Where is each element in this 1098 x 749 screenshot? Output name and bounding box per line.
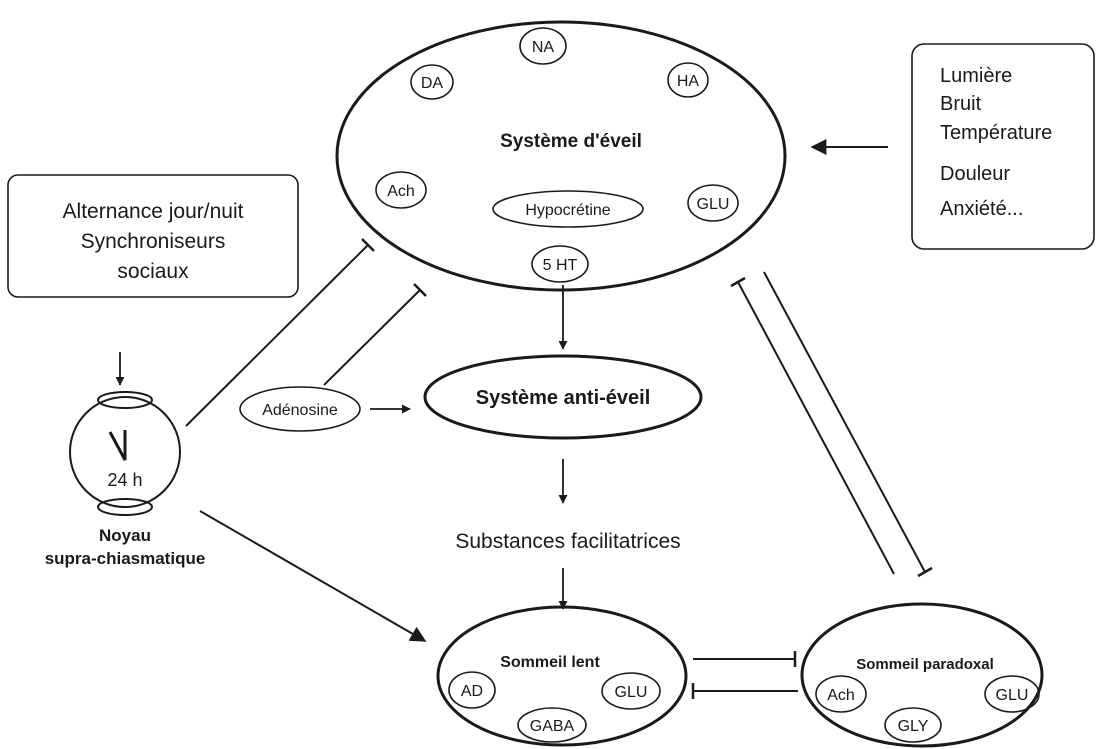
clock-icon: 24 h xyxy=(69,391,181,516)
svg-text:GLY: GLY xyxy=(898,718,929,735)
arousal-system-title: Système d'éveil xyxy=(500,131,642,152)
scn-label-line1: Noyau xyxy=(99,526,151,545)
anti-arousal-node: Système anti-éveil xyxy=(423,354,703,440)
clock-hours-label: 24 h xyxy=(107,470,142,490)
factor-anxiety: Anxiété... xyxy=(940,198,1023,220)
nt-ha: HA xyxy=(667,62,709,98)
adenosine-node: Adénosine xyxy=(239,386,361,432)
svg-text:HA: HA xyxy=(677,73,700,90)
paradoxical-inhibit-bar-top xyxy=(917,566,933,578)
svg-text:GABA: GABA xyxy=(530,718,575,735)
nt-ach: Ach xyxy=(375,171,427,209)
paradoxical-sleep-node: Sommeil paradoxal Ach GLU GLY xyxy=(800,602,1044,748)
svg-text:DA: DA xyxy=(421,75,444,92)
facilitating-substances-label: Substances facilitatrices xyxy=(455,530,680,553)
svg-text:GLU: GLU xyxy=(615,684,648,701)
svg-text:Ach: Ach xyxy=(387,183,415,200)
svg-text:Système anti-éveil: Système anti-éveil xyxy=(476,387,651,409)
nt-da: DA xyxy=(410,64,454,100)
nt-glu: GLU xyxy=(687,184,739,222)
nt-ad: AD xyxy=(448,671,496,709)
factor-temperature: Température xyxy=(940,122,1052,144)
svg-text:Ach: Ach xyxy=(827,687,855,704)
adenosine-inhibit-bar xyxy=(413,283,427,297)
synchronizers-box: Alternance jour/nuit Synchroniseurs soci… xyxy=(7,174,299,298)
svg-text:NA: NA xyxy=(532,39,555,56)
nt-glu-paradoxal: GLU xyxy=(984,675,1040,713)
arousal-inhibits-paradoxical-line xyxy=(763,271,926,573)
sync-line-2: Synchroniseurs xyxy=(81,230,226,253)
factor-noise: Bruit xyxy=(940,93,982,115)
scn-label-line2: supra-chiasmatique xyxy=(45,549,206,568)
slow-sleep-node: Sommeil lent AD GLU GABA xyxy=(436,605,688,747)
svg-text:GLU: GLU xyxy=(697,196,730,213)
svg-text:Hypocrétine: Hypocrétine xyxy=(525,202,610,219)
slow-sleep-title: Sommeil lent xyxy=(500,654,600,671)
factor-light: Lumière xyxy=(940,65,1012,87)
scn-inhibit-bar xyxy=(361,238,375,252)
nt-na: NA xyxy=(519,27,567,65)
svg-text:5 HT: 5 HT xyxy=(543,257,578,274)
external-factors-box: Lumière Bruit Température Douleur Anxiét… xyxy=(911,43,1095,250)
nt-gly: GLY xyxy=(884,707,942,743)
factor-pain: Douleur xyxy=(940,163,1010,185)
paradoxical-inhibits-arousal-line xyxy=(737,281,895,575)
arousal-inhibit-bar xyxy=(730,276,746,288)
paradoxical-sleep-title: Sommeil paradoxal xyxy=(856,656,994,673)
scn-inhibits-arousal-line xyxy=(185,244,369,427)
nt-ach-paradoxal: Ach xyxy=(815,675,867,713)
nt-glu-slow: GLU xyxy=(601,672,661,710)
scn-to-slow-sleep-arrow xyxy=(199,510,427,642)
svg-text:AD: AD xyxy=(461,683,483,700)
svg-text:Adénosine: Adénosine xyxy=(262,402,338,419)
nt-5ht: 5 HT xyxy=(531,245,589,283)
nt-gaba: GABA xyxy=(517,707,587,743)
nt-hypocretine: Hypocrétine xyxy=(492,190,644,228)
svg-text:GLU: GLU xyxy=(996,687,1029,704)
arousal-system-node: Système d'éveil NA DA HA Ach GLU Hypocré… xyxy=(335,20,787,292)
adenosine-inhibits-arousal-line xyxy=(323,289,421,386)
sync-line-1: Alternance jour/nuit xyxy=(63,200,244,223)
sync-line-3: sociaux xyxy=(117,260,189,283)
